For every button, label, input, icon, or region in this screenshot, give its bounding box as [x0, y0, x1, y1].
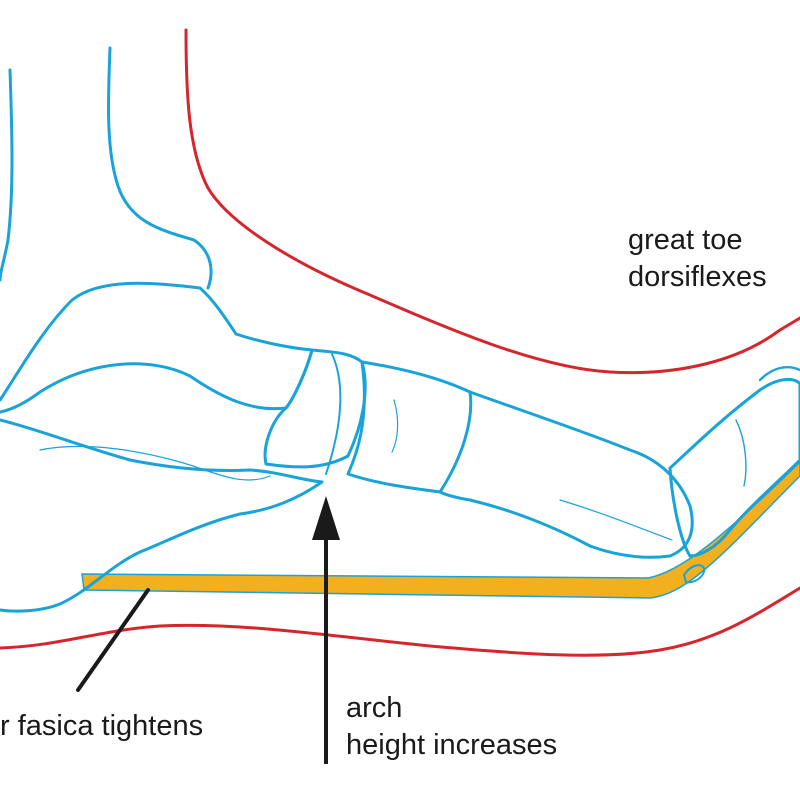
talus-bone [0, 281, 314, 414]
arch-label: arch height increases [346, 690, 557, 764]
tibia-bone [107, 46, 213, 290]
arch-label-line1: arch [346, 692, 403, 724]
first-metatarsal-bone [438, 390, 694, 559]
annotation-arrows [76, 496, 340, 764]
calcaneus-inner-line [39, 445, 271, 481]
toe-phalanx-distal [758, 366, 800, 382]
fascia-label: r fasica tightens [0, 708, 203, 745]
skin-top-outline [184, 28, 800, 375]
navicular-inner-line [325, 353, 342, 475]
arch-label-line2: height increases [346, 729, 558, 761]
great-toe-label-line1: great toe [628, 224, 743, 256]
fascia-pointer-line [76, 588, 150, 692]
foot-bones [0, 46, 800, 613]
fibula-bone [0, 68, 14, 282]
skin-bottom-outline [0, 586, 800, 657]
calcaneus-bone [0, 418, 324, 613]
toe-phalanx-proximal [668, 378, 800, 558]
cuneiform-detail [391, 399, 399, 453]
fascia-label-text: r fasica tightens [0, 710, 204, 742]
arch-arrow-head [312, 496, 340, 540]
sesamoid-bone [682, 564, 706, 584]
great-toe-label: great toe dorsiflexes [628, 222, 767, 296]
skin-outline [0, 28, 800, 657]
great-toe-label-line2: dorsiflexes [628, 261, 767, 293]
toe-joint-line [735, 419, 747, 487]
metatarsal-detail [559, 499, 673, 541]
